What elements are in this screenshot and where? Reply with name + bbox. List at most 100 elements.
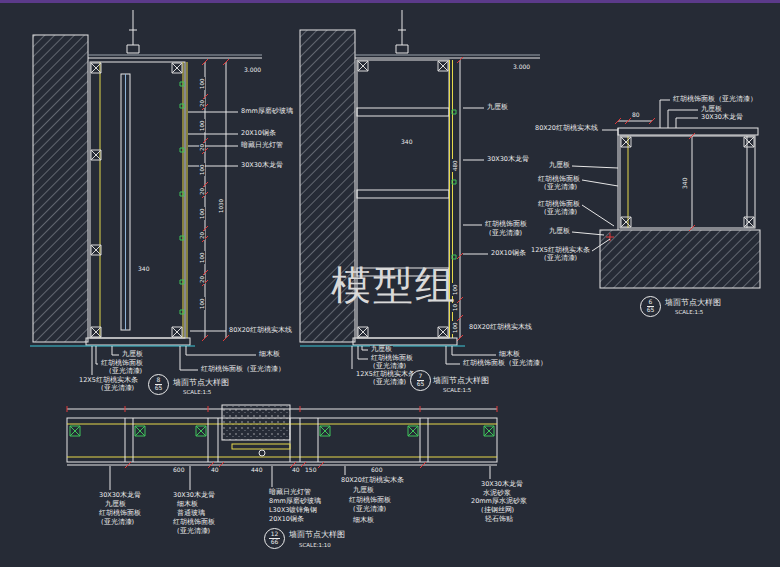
annotation-label: 细木板 [352,517,375,524]
annotation-label: (亚光清漆) [100,519,135,526]
annotation-label: (亚光清漆) [372,363,407,370]
annotation-label: 20X10铜条 [490,250,527,257]
annotation-label: (亚光清漆) [543,209,578,216]
annotation-label: 红胡桃饰面板（亚光清漆） [200,366,286,373]
annotation-label: 30X30木龙骨 [240,162,284,169]
annotation-label: (亚光清漆) [488,230,523,237]
annotation-label: 40 [291,467,301,474]
annotation-label: 30X30木龙骨 [98,492,142,499]
dimension-text: 20 [199,99,205,108]
annotation-label: 150 [304,467,317,474]
dimension-text: 20 [199,231,205,240]
annotation-label: (亚光清漆) [176,528,211,535]
detail-index-bubble: 665 [640,296,661,317]
detail-title: 墙面节点大样图 [172,378,230,387]
annotation-label: 红胡桃饰面板 [348,497,392,504]
frame-bar [0,0,780,3]
annotation-label: 80X20红胡桃实木线 [534,125,599,132]
annotation-label: 九厘板 [104,501,127,508]
detail-7-section [300,10,540,369]
annotation-label: 暗藏日光灯管 [240,142,284,149]
annotation-label: 80 [631,112,641,119]
annotation-label: 80X20红胡桃实木条 [340,477,405,484]
dimension-text: 100 [199,208,205,221]
watermark: 模型组 [330,262,458,308]
detail-index-bubble: 1266 [264,528,285,549]
annotation-label: 轻石饰贴 [484,516,514,523]
annotation-label: 红胡桃饰面板（亚光清漆） [672,96,758,103]
annotation-label: 红胡桃饰面板 [100,360,144,367]
annotation-label: 红胡桃饰面板 [370,355,414,362]
annotation-label: 水泥砂浆 [482,490,512,497]
annotation-label: 普通玻璃 [176,510,206,517]
annotation-label: (亚光清漆) [372,379,407,386]
annotation-label: 红胡桃饰面板（亚光清漆） [462,360,548,367]
annotation-label: (亚光清漆) [100,385,135,392]
annotation-label: 340 [400,139,413,146]
detail-title: 墙面节点大样图 [288,530,346,539]
annotation-label: 440 [250,467,263,474]
annotation-label: 30X30木龙骨 [480,481,524,488]
annotation-label: 红胡桃饰面板 [537,201,581,208]
annotation-label: L30X3镀锌角钢 [268,507,318,514]
dimension-text: 20 [199,275,205,284]
annotation-label: 细木板 [258,351,281,358]
dimension-text: 100 [199,164,205,177]
dimension-text: 100 [452,322,458,335]
annotation-label: 600 [172,467,185,474]
annotation-label: 红胡桃饰面板 [484,221,528,228]
annotation-label: 12X5红胡桃实木条 [530,247,591,254]
annotation-label: 8mm厚磨砂玻璃 [240,108,294,115]
annotation-label: (亚光清漆) [543,184,578,191]
annotation-label: 细木板 [176,501,199,508]
dimension-text: 1030 [218,198,224,214]
annotation-label: 40 [210,467,220,474]
annotation-label: 九厘板 [121,351,144,358]
annotation-label: 12X5红胡桃实木条 [355,371,416,378]
sheet-number: 66 [271,539,279,546]
sheet-number: 65 [155,385,163,392]
annotation-label: 红胡桃饰面板 [172,519,216,526]
dimension-text: 100 [199,252,205,265]
detail-index-bubble: 765 [410,370,431,391]
annotation-label: 20X10铜条 [240,130,277,137]
annotation-label: 3.000 [512,64,531,71]
sheet-number: 65 [417,381,425,388]
detail-6-section [572,100,760,288]
detail-number: 12 [269,531,281,539]
detail-index-bubble: 865 [148,374,169,395]
annotation-label: 30X30木龙骨 [172,492,216,499]
dimension-text: 20 [199,187,205,196]
annotation-label: (亚光清漆) [108,368,143,375]
annotation-label: 红胡桃饰面板 [537,176,581,183]
scale-note: SCALE:1:5 [182,389,212,395]
annotation-label: 暗藏日光灯管 [268,489,312,496]
scale-note: SCALE:1:5 [442,387,472,393]
annotation-label: 九厘板 [352,487,375,494]
dimension-text: 100 [199,298,205,311]
annotation-label: 20mm厚水泥砂浆 [470,498,528,505]
scale-note: SCALE:1:5 [674,309,704,315]
annotation-label: 340 [137,266,150,273]
annotation-label: 红胡桃饰面板 [98,510,142,517]
annotation-label: 细木板 [498,351,521,358]
detail-number: 8 [155,377,163,385]
annotation-label: 12X5红胡桃实木条 [78,377,139,384]
annotation-label: (亚光清漆) [543,255,578,262]
annotation-label: 九厘板 [700,106,723,113]
annotation-label: 3.000 [243,67,262,74]
detail-number: 6 [647,299,655,307]
annotation-label: 8mm厚磨砂玻璃 [268,498,322,505]
dimension-text: 20 [199,143,205,152]
dimension-text: 100 [199,120,205,133]
annotation-label: 九厘板 [548,228,571,235]
dimension-text: 100 [199,78,205,91]
scale-note: SCALE:1:10 [298,542,332,548]
annotation-label: 30X30木龙骨 [700,114,744,121]
detail-title: 墙面节点大样图 [664,298,722,307]
annotation-label: 九厘板 [370,346,393,353]
annotation-label: 30X30木龙骨 [486,156,530,163]
sheet-number: 65 [647,307,655,314]
annotation-label: 80X20红胡桃实木线 [228,327,293,334]
annotation-label: 九厘板 [486,104,509,111]
